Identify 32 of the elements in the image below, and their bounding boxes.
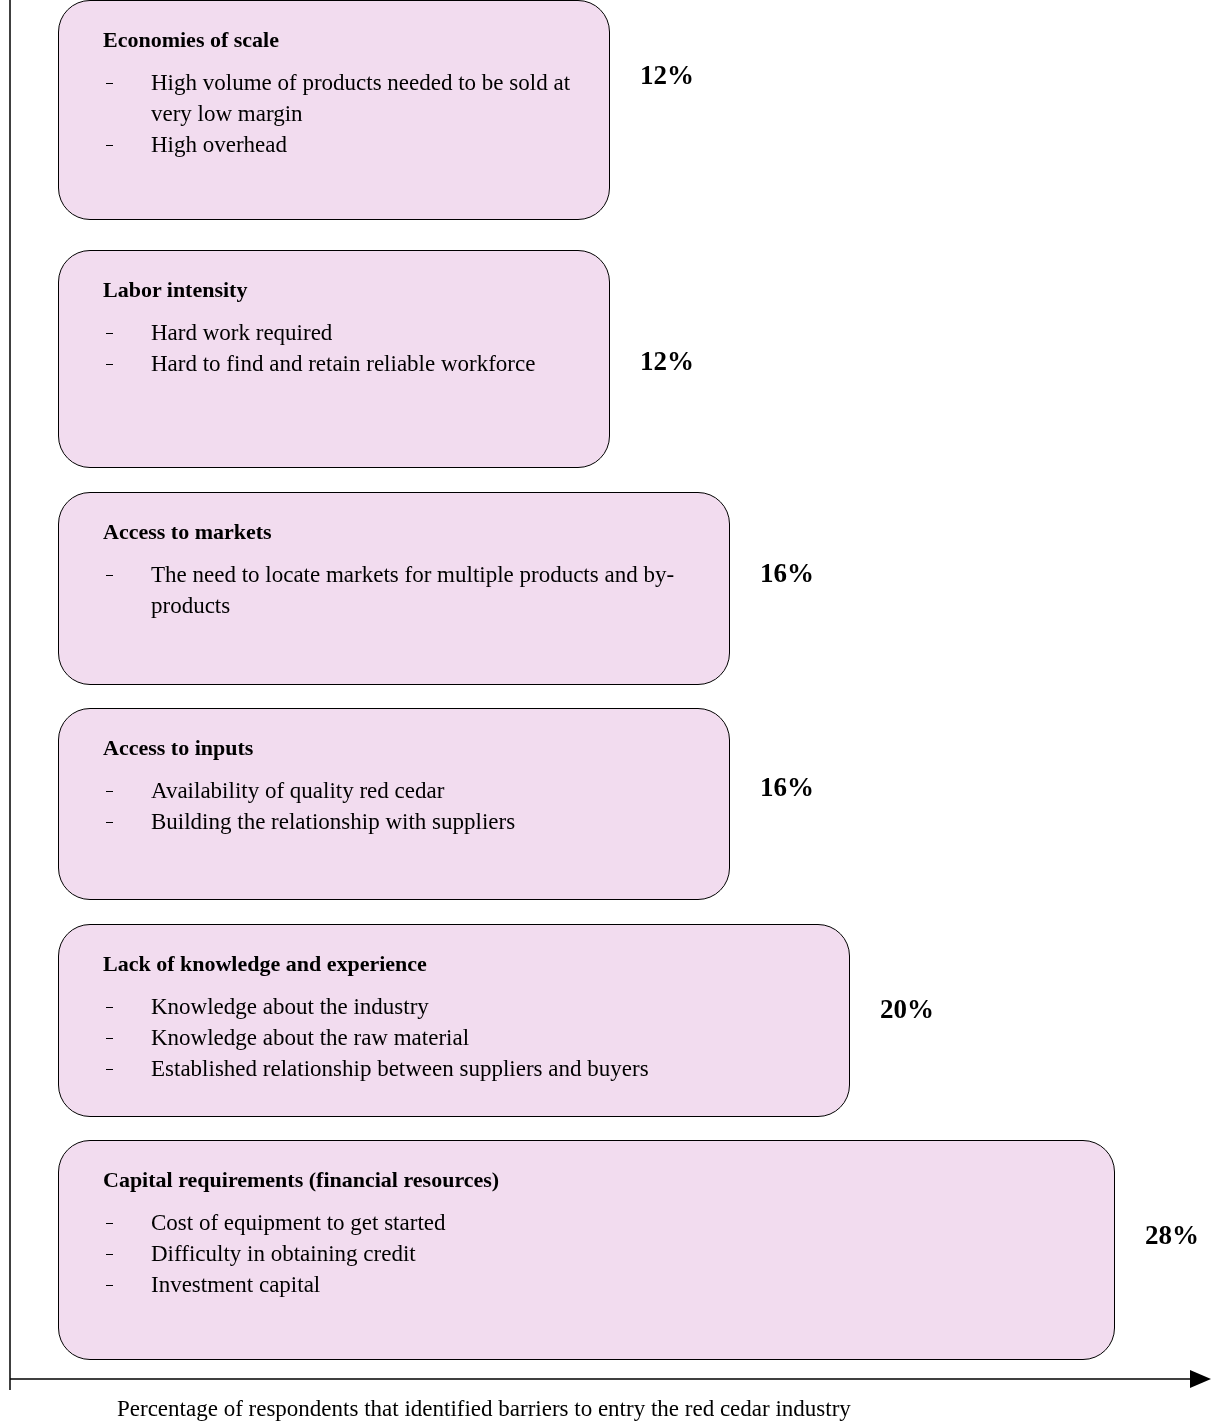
barrier-box <box>58 250 610 468</box>
bullet-text: Knowledge about the raw material <box>151 1024 470 1052</box>
bullet-text: Hard work required <box>151 319 333 347</box>
box-heading: Lack of knowledge and experience <box>103 951 427 977</box>
percentage-value: 16% <box>760 558 814 589</box>
bullet-text: High overhead <box>151 131 288 159</box>
barrier-box <box>58 492 730 685</box>
bullet-text: Availability of quality red cedar <box>151 777 445 805</box>
bullet-text: The need to locate markets for multiple products and by-products <box>151 561 676 620</box>
bullet-text: High volume of products needed to be sold at very low margin <box>151 69 572 128</box>
percentage-value: 12% <box>640 60 694 91</box>
bullet-text: Cost of equipment to get started <box>151 1209 446 1237</box>
barrier-box <box>58 1140 1115 1360</box>
bullet-text: Difficulty in obtaining credit <box>151 1240 416 1268</box>
bullet-text: Building the relationship with suppliers <box>151 808 516 836</box>
box-heading: Economies of scale <box>103 27 279 53</box>
barrier-box <box>58 708 730 900</box>
box-heading: Access to inputs <box>103 735 254 761</box>
percentage-value: 28% <box>1145 1220 1199 1251</box>
barrier-box <box>58 0 610 220</box>
percentage-value: 20% <box>880 994 934 1025</box>
barrier-box <box>58 924 850 1117</box>
bullet-text: Knowledge about the industry <box>151 993 429 1021</box>
box-heading: Labor intensity <box>103 277 248 303</box>
percentage-value: 16% <box>760 772 814 803</box>
box-heading: Access to markets <box>103 519 272 545</box>
bullet-text: Hard to find and retain reliable workforce <box>151 350 536 378</box>
bullet-text: Established relationship between suppliers and buyers <box>151 1055 649 1083</box>
box-heading: Capital requirements (financial resources) <box>103 1167 500 1193</box>
percentage-value: 12% <box>640 346 694 377</box>
bullet-text: Investment capital <box>151 1271 321 1299</box>
axis-label: Percentage of respondents that identified barriers to entry the red cedar industry <box>117 1396 851 1422</box>
